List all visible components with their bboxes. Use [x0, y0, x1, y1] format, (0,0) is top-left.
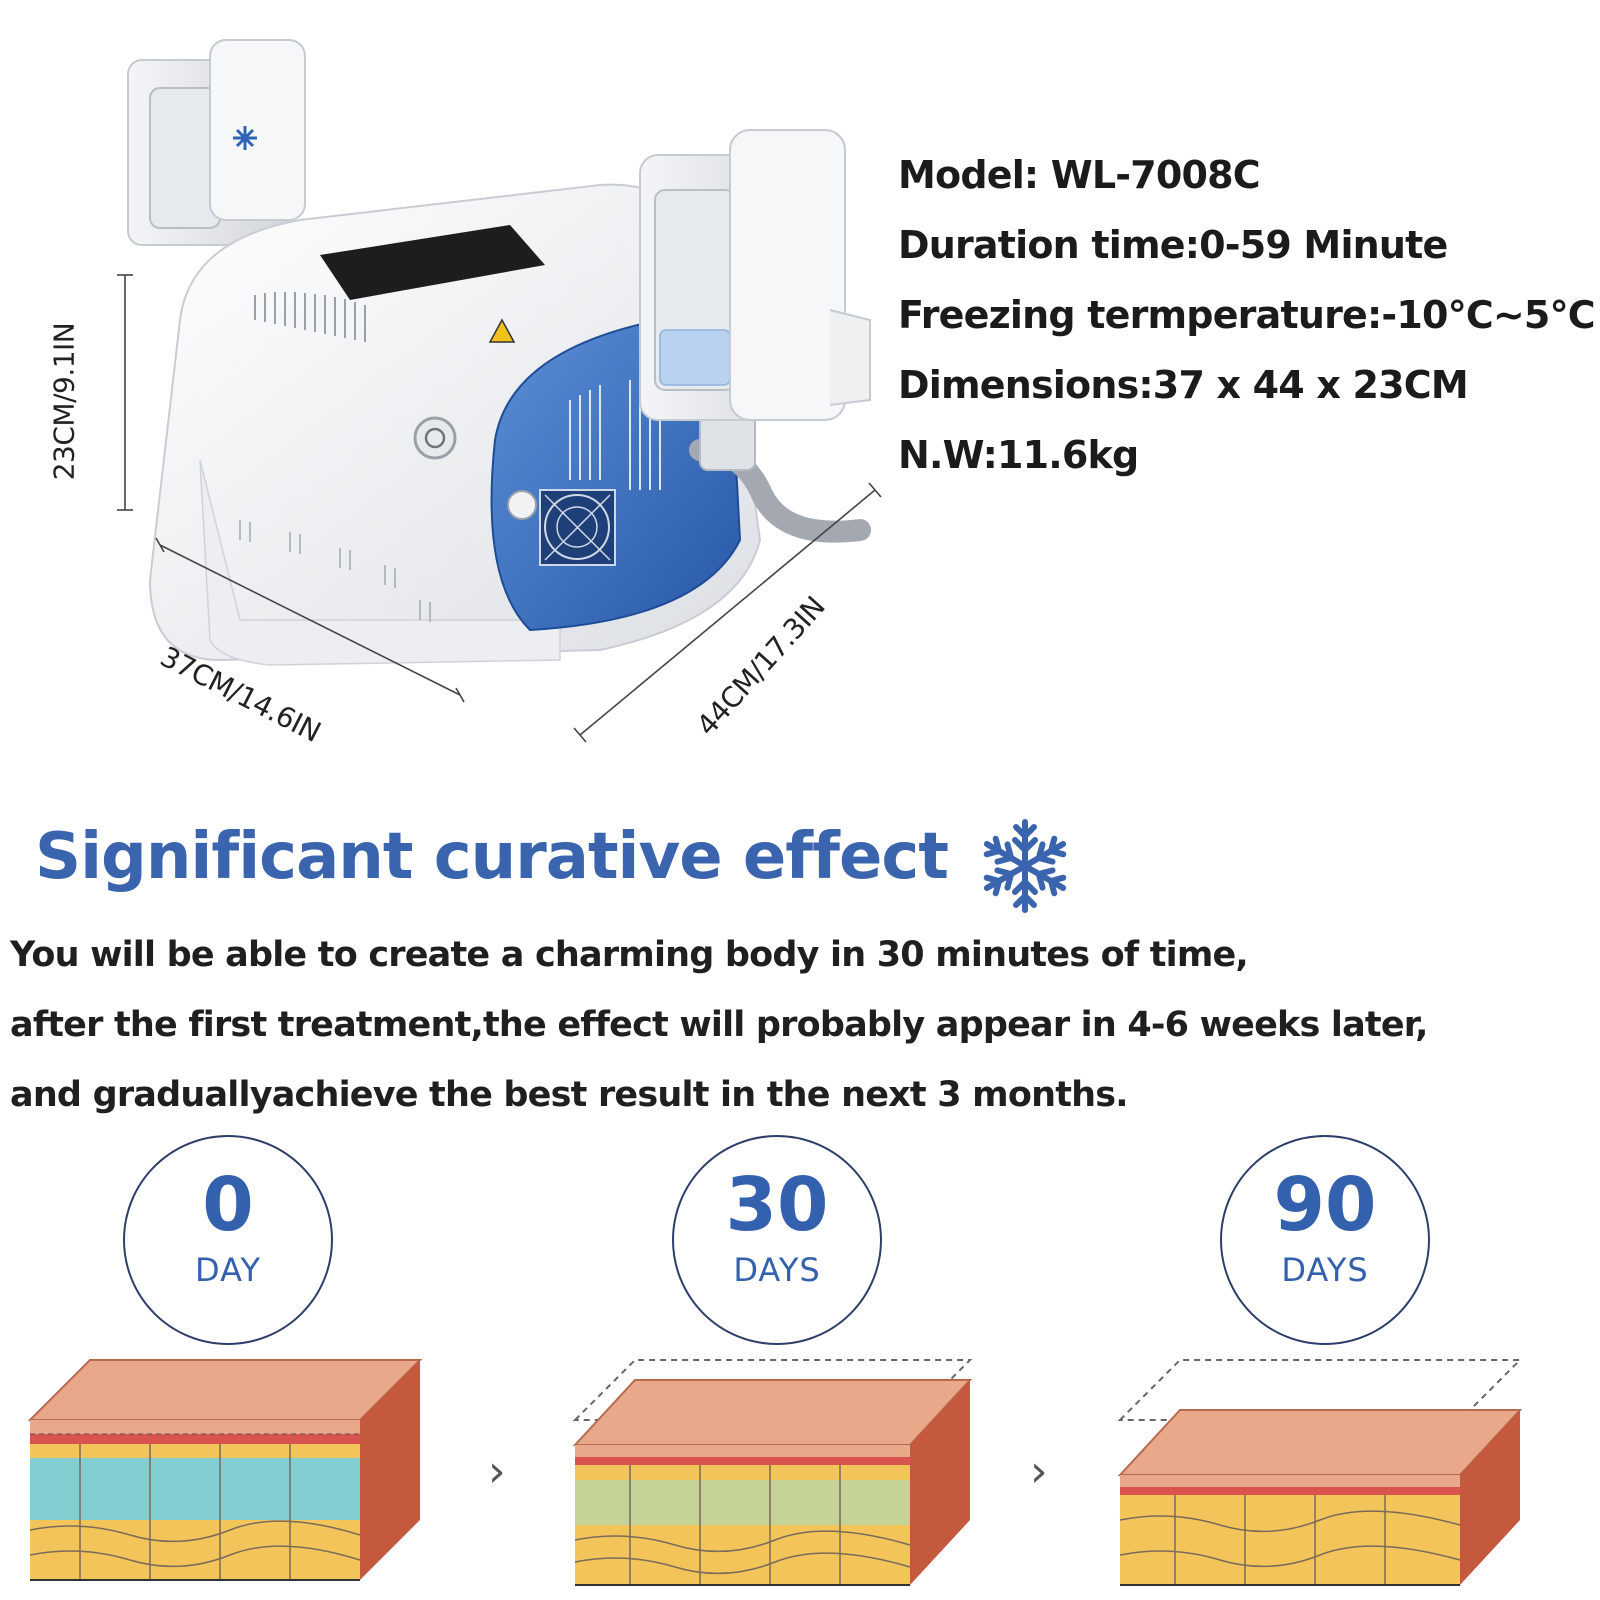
- chevron-right-icon: ›: [1030, 1446, 1048, 1497]
- power-icon: [413, 416, 457, 460]
- skin-layer-day-90: [1117, 1359, 1523, 1586]
- snowflake-icon: [233, 126, 257, 150]
- warning-icon: [488, 318, 516, 343]
- timeline-number: 90: [1273, 1162, 1377, 1248]
- spec-dimensions: Dimensions:37 x 44 x 23CM: [898, 363, 1469, 407]
- spec-duration: Duration time:0-59 Minute: [898, 223, 1448, 267]
- description-paragraph: You will be able to create a charming bo…: [10, 920, 1590, 1130]
- handpiece-right: [639, 129, 871, 543]
- timeline-number: 30: [725, 1162, 829, 1248]
- snowflake-icon: [975, 819, 1075, 916]
- timeline-number: 0: [202, 1162, 254, 1248]
- height-dimension-label: 23CM/9.1IN: [47, 322, 81, 481]
- timeline-circle-day-90: 90 DAYS: [1220, 1135, 1430, 1345]
- spec-net-weight: N.W:11.6kg: [898, 433, 1139, 477]
- description-line: You will be able to create a charming bo…: [10, 935, 1249, 975]
- skin-layer-day-30: [572, 1359, 973, 1586]
- timeline-unit: DAY: [194, 1251, 262, 1289]
- timeline-circle-day-30: 30 DAYS: [672, 1135, 882, 1345]
- dimension-lines: [117, 274, 882, 743]
- timeline-unit: DAYS: [733, 1251, 821, 1289]
- handpiece-left: [127, 39, 306, 246]
- timeline-circle-day-0: 0 DAY: [123, 1135, 333, 1345]
- spec-list: Model: WL-7008C Duration time:0-59 Minut…: [898, 140, 1598, 490]
- display-screen: [320, 225, 545, 300]
- fan-icon: [539, 489, 616, 566]
- timeline-unit: DAYS: [1281, 1251, 1369, 1289]
- skin-layer-day-0: [27, 1359, 423, 1581]
- spec-model: Model: WL-7008C: [898, 153, 1261, 197]
- description-line: and graduallyachieve the best result in …: [10, 1075, 1129, 1115]
- product-illustration: [117, 39, 882, 743]
- chevron-right-icon: ›: [488, 1446, 506, 1497]
- bottom-vent: [239, 520, 431, 622]
- section-heading: Significant curative effect: [35, 820, 949, 894]
- spec-freezing-temperature: Freezing termperature:-10℃~5℃: [898, 293, 1596, 337]
- top-vent: [254, 292, 366, 342]
- description-line: after the first treatment,the effect wil…: [10, 1005, 1428, 1045]
